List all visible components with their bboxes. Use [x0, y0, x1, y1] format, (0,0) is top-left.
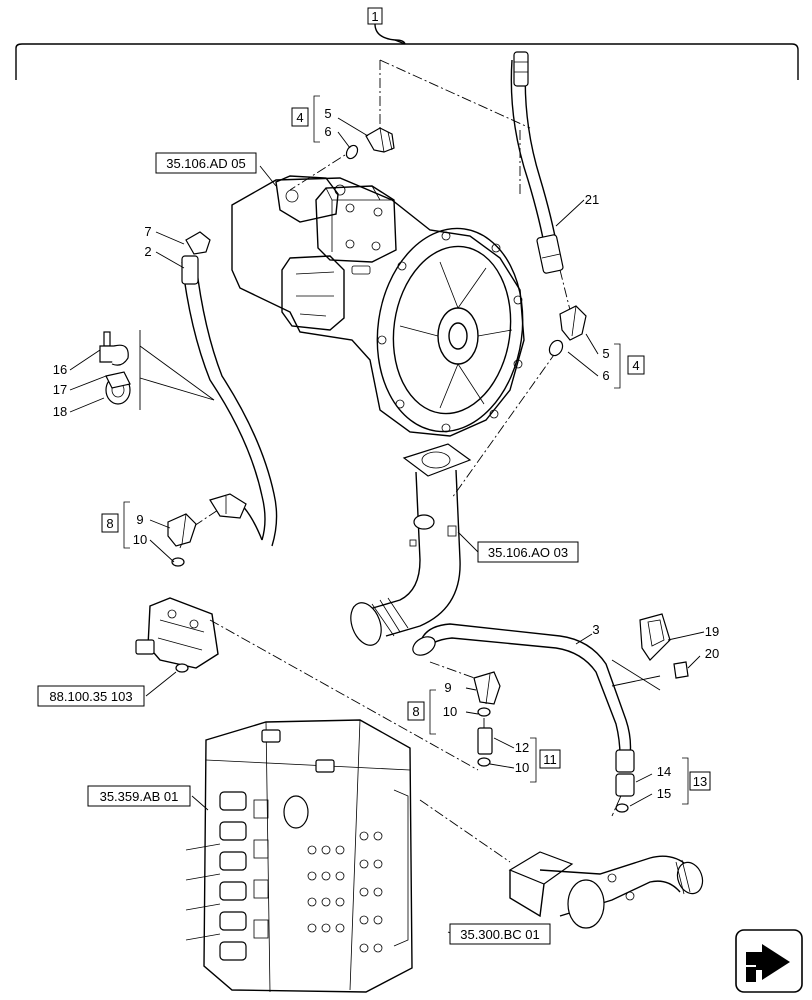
- callout-13: 13: [693, 774, 707, 789]
- callout-3: 3: [592, 622, 599, 637]
- callout-2: 2: [144, 244, 151, 259]
- pipe-3: [412, 623, 635, 773]
- callout-10: 10: [515, 760, 529, 775]
- callout-8: 8: [412, 704, 419, 719]
- assembly-bracket: 1: [15, 7, 799, 80]
- callout-1: 1: [371, 9, 378, 24]
- callout-9: 9: [136, 512, 143, 527]
- reference-label: 35.106.AO 03: [488, 545, 568, 560]
- hose-2: [181, 231, 278, 547]
- callout-10: 10: [443, 704, 457, 719]
- pilot-valve: [135, 597, 219, 673]
- hose-21: [510, 51, 564, 274]
- next-page-arrow-icon[interactable]: [735, 929, 803, 993]
- elbow-fitting-upper: [345, 127, 395, 160]
- elbow-fitting-left: [167, 513, 197, 567]
- callout-12: 12: [515, 740, 529, 755]
- callout-7: 7: [144, 224, 151, 239]
- callout-18: 18: [53, 404, 67, 419]
- callout-5: 5: [324, 106, 331, 121]
- leader-lines: [69, 117, 705, 941]
- bracket-19-20: [611, 613, 689, 691]
- callout-6: 6: [602, 368, 609, 383]
- clamp-group: [99, 330, 215, 410]
- callout-17: 17: [53, 382, 67, 397]
- elbow-fitting-center: [473, 671, 501, 767]
- callout-6: 6: [324, 124, 331, 139]
- outlet-pipe: [508, 851, 704, 929]
- callout-21: 21: [585, 192, 599, 207]
- callout-4: 4: [632, 358, 639, 373]
- callout-15: 15: [657, 786, 671, 801]
- callout-9: 9: [444, 680, 451, 695]
- group-brackets: [123, 95, 689, 805]
- reference-35-106-ao-03[interactable]: 35.106.AO 03: [477, 541, 579, 563]
- callout-11: 11: [543, 752, 557, 767]
- callout-16: 16: [53, 362, 67, 377]
- callout-4: 4: [296, 110, 303, 125]
- callout-20: 20: [705, 646, 719, 661]
- reference-35-300-bc-01[interactable]: 35.300.BC 01: [449, 923, 551, 945]
- callout-numbers: 4 5 6 21 5 6 4 7 2 16 17 18 8 9 10 3 19 …: [53, 106, 719, 801]
- reference-88-100-35-103[interactable]: 88.100.35 103: [37, 685, 145, 707]
- callout-10: 10: [133, 532, 147, 547]
- reference-label: 88.100.35 103: [49, 689, 132, 704]
- callout-19: 19: [705, 624, 719, 639]
- reference-35-106-ad-05[interactable]: 35.106.AD 05: [155, 152, 257, 174]
- callout-14: 14: [657, 764, 671, 779]
- centerlines: [179, 59, 629, 863]
- callout-5: 5: [602, 346, 609, 361]
- reference-label: 35.106.AD 05: [166, 156, 246, 171]
- suction-pipe: [350, 443, 472, 646]
- reference-35-359-ab-01[interactable]: 35.359.AB 01: [87, 785, 191, 807]
- reference-label: 35.300.BC 01: [460, 927, 540, 942]
- reference-label: 35.359.AB 01: [100, 789, 179, 804]
- fitting-14-15: [615, 773, 635, 813]
- control-valve-block: [185, 719, 413, 993]
- hydraulic-pump: [231, 175, 525, 437]
- group-boxes: [101, 107, 711, 791]
- callout-8: 8: [106, 516, 113, 531]
- elbow-fitting-right: [548, 305, 587, 357]
